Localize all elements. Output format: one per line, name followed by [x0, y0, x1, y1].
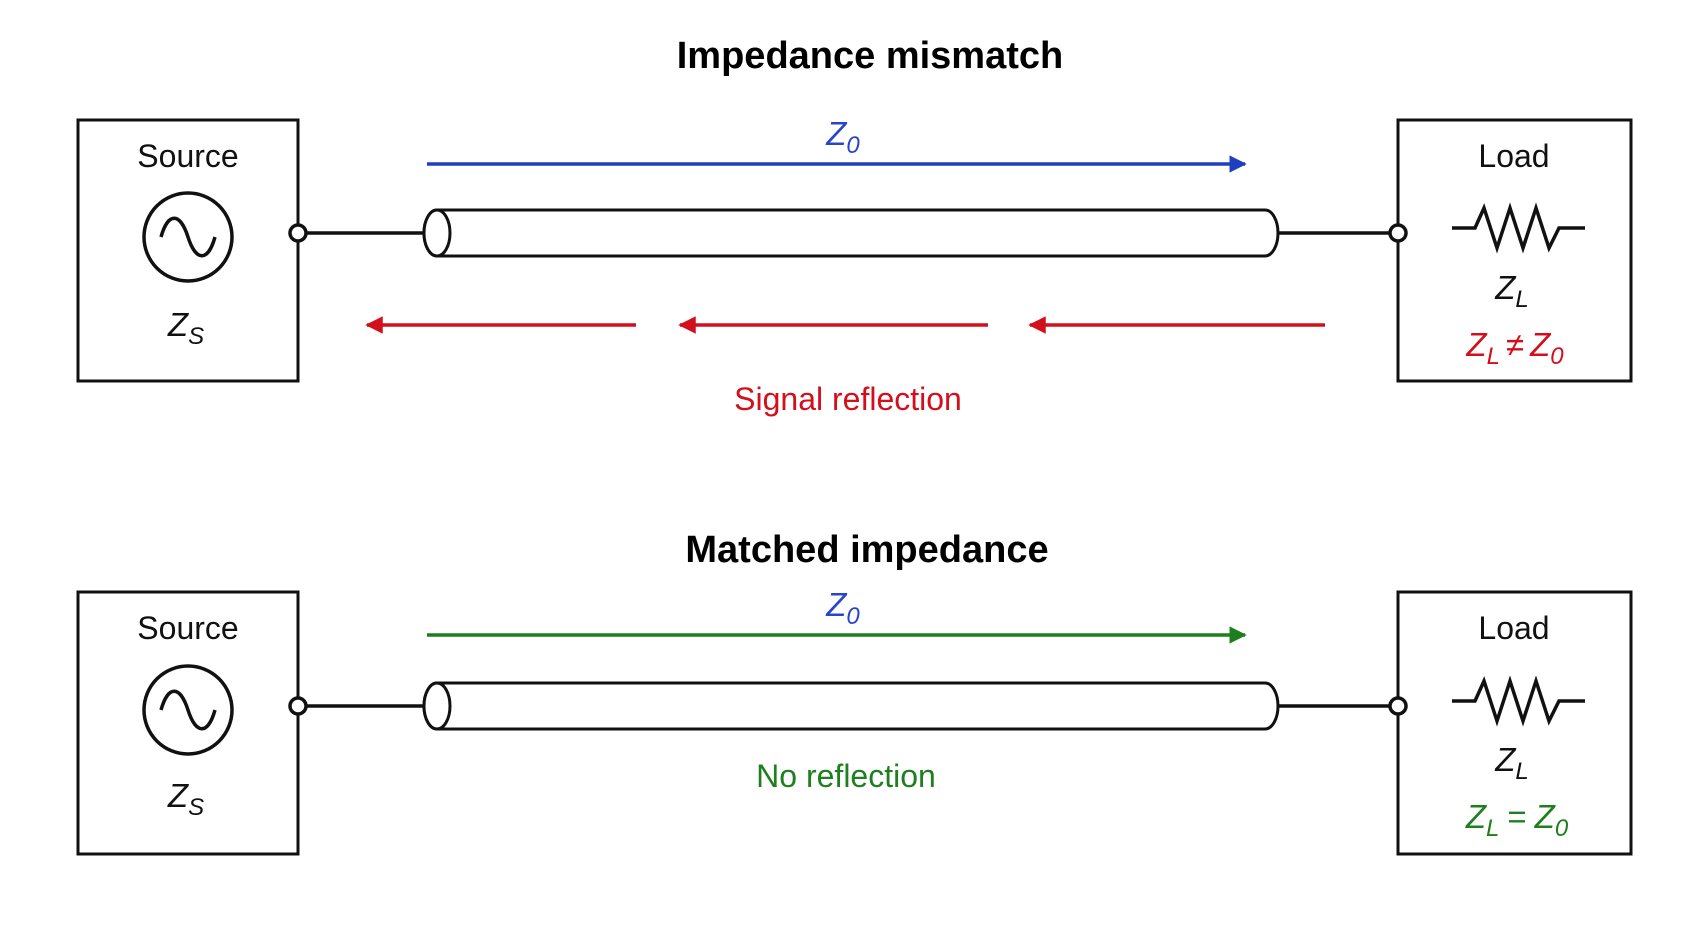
- source-impedance-symbol: Z: [167, 777, 190, 814]
- load-condition: ZL=Z0: [1465, 798, 1569, 842]
- source-box: Source ZS: [76, 118, 300, 383]
- condition-left-symbol: Z: [1465, 326, 1488, 363]
- reflection-note: Signal reflection: [734, 381, 962, 417]
- condition-right-symbol: Z: [1529, 326, 1552, 363]
- source-label: Source: [137, 138, 238, 174]
- panel-title: Matched impedance: [685, 529, 1048, 571]
- line-impedance-label: Z0: [825, 115, 860, 159]
- load-box: Load ZL ZL≠Z0: [1396, 118, 1633, 383]
- no-reflection-note: No reflection: [756, 758, 936, 794]
- condition-right-symbol: Z: [1534, 798, 1557, 835]
- line-impedance-symbol: Z: [825, 115, 848, 152]
- condition-left-sub: L: [1486, 815, 1499, 842]
- load-box: Load ZL ZL=Z0: [1396, 590, 1633, 856]
- condition-operator: =: [1507, 798, 1526, 835]
- source-impedance-sub: S: [188, 794, 204, 821]
- load-label: Load: [1478, 138, 1549, 174]
- source-box: Source ZS: [76, 590, 300, 856]
- condition-left-symbol: Z: [1465, 798, 1488, 835]
- transmission-line: [422, 208, 1280, 258]
- resistor-icon: [1452, 202, 1585, 254]
- line-impedance-label: Z0: [825, 586, 860, 630]
- source-impedance-label: ZS: [167, 777, 204, 821]
- load-condition: ZL≠Z0: [1465, 326, 1564, 370]
- source-label: Source: [137, 610, 238, 646]
- source-impedance-sub: S: [188, 323, 204, 350]
- condition-right-sub: 0: [1550, 343, 1564, 370]
- condition-left-sub: L: [1487, 343, 1500, 370]
- load-label: Load: [1478, 610, 1549, 646]
- source-impedance-symbol: Z: [167, 306, 190, 343]
- panel-title: Impedance mismatch: [677, 35, 1063, 77]
- load-impedance-label: ZL: [1494, 741, 1529, 785]
- source-impedance-label: ZS: [167, 306, 204, 350]
- line-impedance-sub: 0: [846, 132, 860, 159]
- load-impedance-sub: L: [1515, 758, 1528, 785]
- panel-matched-impedance: Matched impedance Source ZS Load ZL ZL=Z…: [76, 529, 1633, 856]
- load-impedance-sub: L: [1515, 286, 1528, 313]
- ac-source-icon: [142, 191, 234, 283]
- load-terminal: [1388, 223, 1408, 243]
- resistor-icon: [1452, 675, 1585, 727]
- line-impedance-symbol: Z: [825, 586, 848, 623]
- load-impedance-symbol: Z: [1494, 269, 1517, 306]
- load-impedance-label: ZL: [1494, 269, 1529, 313]
- ac-source-icon: [142, 664, 234, 756]
- source-terminal: [288, 696, 308, 716]
- source-terminal: [288, 223, 308, 243]
- load-terminal: [1388, 696, 1408, 716]
- condition-operator: ≠: [1506, 326, 1524, 363]
- load-impedance-symbol: Z: [1494, 741, 1517, 778]
- line-impedance-sub: 0: [846, 603, 860, 630]
- panel-impedance-mismatch: Impedance mismatch Source ZS Load ZL ZL≠…: [76, 35, 1633, 417]
- condition-right-sub: 0: [1555, 815, 1569, 842]
- transmission-line: [422, 681, 1280, 731]
